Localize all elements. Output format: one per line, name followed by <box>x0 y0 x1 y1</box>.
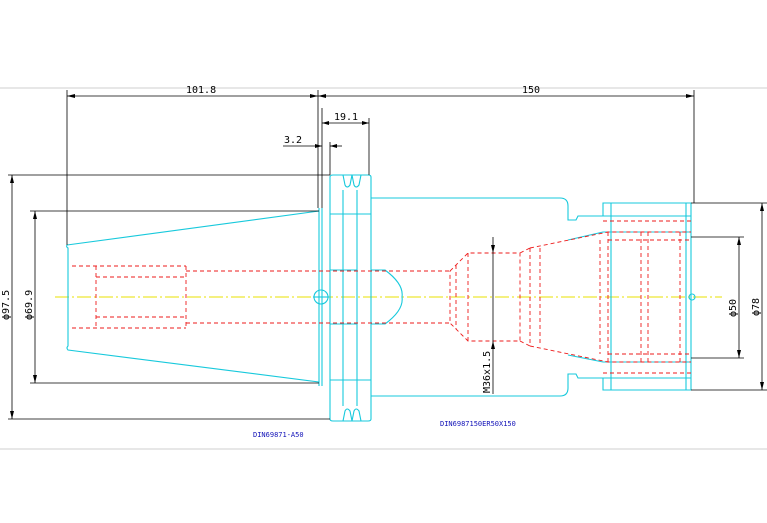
dim-offset-text: 3.2 <box>284 135 302 146</box>
dim-taper-diameter-text: ϕ69.9 <box>24 290 35 320</box>
v-groove-top <box>342 174 353 188</box>
dim-taper-length-text: 101.8 <box>186 85 216 96</box>
dim-nut-diameter-text: ϕ78 <box>751 298 762 316</box>
dim-flange-width-text: 19.1 <box>334 112 358 123</box>
coolant-bore <box>371 269 403 325</box>
dim-thread-text: M36x1.5 <box>482 351 493 393</box>
v-groove-top-2 <box>351 174 362 188</box>
dim-bore-diameter-text: ϕ50 <box>728 299 739 317</box>
collet-line-2 <box>567 354 691 363</box>
dim-offset-arrows <box>315 144 337 148</box>
dimension-lines <box>8 90 767 420</box>
dim-flange-diameter-text: ϕ97.5 <box>1 290 12 320</box>
hidden-cone-start <box>519 247 531 254</box>
taper-upper-edge <box>66 210 320 246</box>
dim-overall-length-text: 150 <box>522 85 540 96</box>
flange <box>329 174 372 422</box>
hidden-cone-start-2 <box>519 340 531 347</box>
holder-standard-label: DIN6987150ER50X150 <box>440 420 516 428</box>
center-mark-right <box>688 293 696 301</box>
v-groove-bottom-2 <box>351 408 362 422</box>
taper-lower-edge <box>66 244 320 383</box>
holder-body <box>371 197 692 397</box>
holder-outline <box>66 174 696 422</box>
v-groove-bottom <box>342 408 353 422</box>
hidden-lines <box>72 220 691 374</box>
shank-standard-label: DIN69871-A50 <box>253 431 304 439</box>
